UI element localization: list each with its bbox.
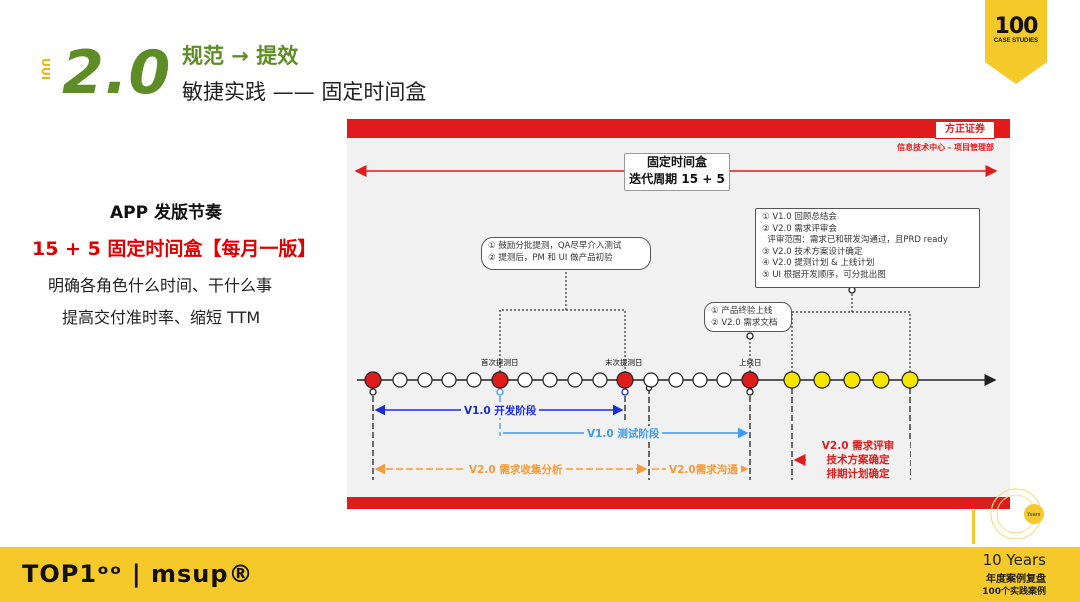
ten-years-graphic xyxy=(972,488,1044,544)
page-title: 规范 → 提效 xyxy=(182,44,299,68)
first-test-day-label: 首次提测日 xyxy=(481,358,519,367)
years-tag: Years xyxy=(1027,512,1041,518)
badge-text: CASE STUDIES xyxy=(993,38,1039,44)
slide-bottom-bar xyxy=(347,497,1010,509)
case-studies-badge xyxy=(985,0,1047,84)
node-white xyxy=(592,372,608,388)
callout-testing: ① 鼓励分批提测，QA尽早介入测试 ② 提测后，PM 和 UI 做产品初验 xyxy=(481,237,651,270)
benefit-line-2: 提高交付准时率、缩短 TTM xyxy=(62,308,261,327)
v1-test-label: V1.0 测试阶段 xyxy=(584,426,663,441)
annual-review-label: 年度案例复盘 xyxy=(986,574,1046,585)
case-count-label: 100个实践案例 xyxy=(982,587,1046,597)
node-yellow xyxy=(843,371,861,389)
node-white xyxy=(417,372,433,388)
callout-line: ④ V2.0 提测计划 & 上线计划 xyxy=(762,258,875,268)
benefit-line-1: 明确各角色什么时间、干什么事 xyxy=(48,276,273,295)
timebox-header-line1: 固定时间盒 xyxy=(646,155,707,169)
v2-collect-label: V2.0 需求收集分析 xyxy=(466,462,566,477)
release-day-label: 上线日 xyxy=(739,358,762,367)
node-white xyxy=(542,372,558,388)
department-label: 信息技术中心 - 项目管理部 xyxy=(897,143,994,152)
callout-line: ② 提测后，PM 和 UI 做产品初验 xyxy=(488,252,613,263)
node-white xyxy=(643,372,659,388)
footer-bar xyxy=(0,547,1080,602)
node-yellow xyxy=(901,371,919,389)
callout-line: ⑤ UI 根据开发顺序，可分批出图 xyxy=(762,269,886,280)
v2-review-line: 排期计划确定 xyxy=(826,468,890,480)
v2-review-line: 技术方案确定 xyxy=(826,454,890,466)
badge-number: 100 xyxy=(994,14,1039,39)
v2-review-line: V2.0 需求评审 xyxy=(821,440,895,452)
timeline-nodes xyxy=(364,371,919,389)
v1-dev-label: V1.0 开发阶段 xyxy=(461,403,540,418)
timebox-header-box: 固定时间盒 迭代周期 15 + 5 xyxy=(624,153,730,191)
node-white xyxy=(466,372,482,388)
callout-line: ① 鼓励分批提测，QA尽早介入测试 xyxy=(488,241,622,251)
node-yellow xyxy=(872,371,890,389)
node-red xyxy=(491,371,509,389)
callout-line: ① V1.0 回顾总结会 xyxy=(762,212,837,222)
last-test-day-label: 末次提测日 xyxy=(605,358,643,367)
node-white xyxy=(716,372,732,388)
callout-line: 评审范围：需求已和研发沟通过，且PRD ready xyxy=(762,235,948,245)
node-white xyxy=(567,372,583,388)
callout-connectors xyxy=(499,272,911,372)
v2-review-label: V2.0 需求评审 技术方案确定 排期计划确定 xyxy=(806,439,910,481)
node-white xyxy=(392,372,408,388)
node-yellow xyxy=(813,371,831,389)
company-logo: 方正证券 xyxy=(935,121,995,139)
callout-line: ① 产品终验上线 xyxy=(711,306,773,316)
node-red xyxy=(616,371,634,389)
node-white xyxy=(517,372,533,388)
ten-years-label: 10 Years xyxy=(982,551,1046,569)
v2-communicate-label: V2.0需求沟通 xyxy=(666,462,741,477)
slide-top-bar xyxy=(347,119,1010,138)
callout-line: ② V2.0 需求文档 xyxy=(711,317,778,328)
node-white xyxy=(668,372,684,388)
brand-logo: TOP1ᵒᵒ | msup® xyxy=(22,560,254,588)
node-red xyxy=(741,371,759,389)
callout-review: ① V1.0 回顾总结会 ② V2.0 需求评审会 评审范围：需求已和研发沟通过… xyxy=(755,208,980,288)
node-anchors xyxy=(369,286,856,396)
release-rhythm-label: APP 发版节奏 xyxy=(110,203,222,223)
node-white xyxy=(692,372,708,388)
timebox-header-line2: 迭代周期 15 + 5 xyxy=(629,172,725,186)
timebox-headline: 15 + 5 固定时间盒【每月一版】 xyxy=(32,238,317,260)
node-white xyxy=(441,372,457,388)
callout-line: ② V2.0 需求评审会 xyxy=(762,223,837,234)
callout-line: ③ V2.0 技术方案设计确定 xyxy=(762,246,863,257)
node-red xyxy=(364,371,382,389)
callout-release: ① 产品终验上线 ② V2.0 需求文档 xyxy=(704,302,792,332)
page-subtitle: 敏捷实践 —— 固定时间盒 xyxy=(182,80,427,104)
node-yellow xyxy=(783,371,801,389)
version-number: 2.0 xyxy=(62,38,172,108)
